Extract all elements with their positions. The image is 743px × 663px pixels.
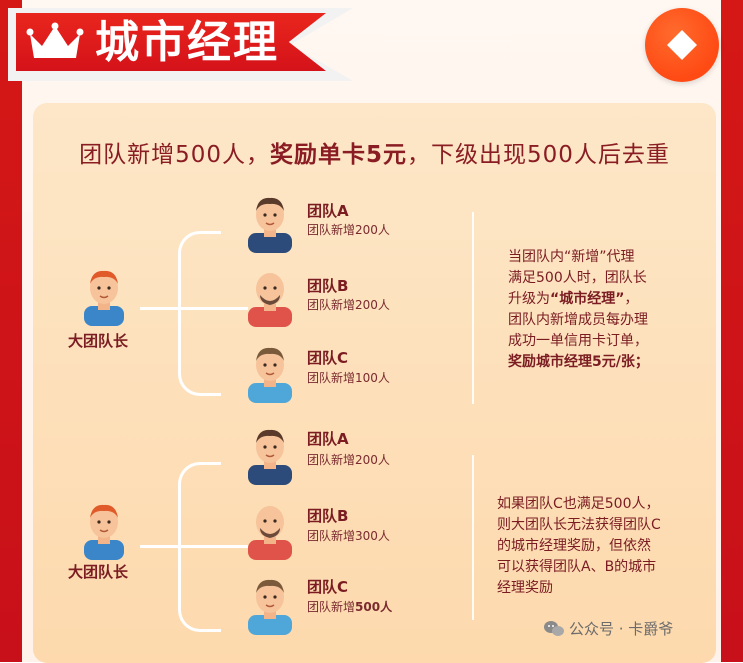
note-1-line-6: 奖励城市经理5元/张； — [508, 354, 649, 370]
left-border — [0, 0, 22, 662]
headline-part3: ，下级出现500人后去重 — [407, 142, 670, 168]
tree-branch-2b — [178, 545, 248, 548]
note-1-line-2: 满足500人时，团队长 — [508, 270, 647, 286]
note-1-line-3: 升级为“城市经理”， — [508, 291, 639, 307]
tree-branch-1b — [178, 307, 248, 310]
headline-highlight: 奖励单卡5元 — [269, 142, 407, 168]
content-panel — [33, 103, 716, 663]
team-a-avatar-1 — [248, 197, 292, 253]
watermark-text: 公众号 · 卡爵爷 — [569, 620, 674, 638]
tree-line-1 — [140, 307, 180, 310]
team-a-avatar-2 — [248, 429, 292, 485]
team-b-name-2: 团队B — [307, 507, 349, 525]
wechat-icon — [544, 621, 564, 636]
team-c-avatar-2 — [248, 579, 292, 635]
team-a-sub-1: 团队新增200人 — [307, 223, 390, 237]
team-a-name-2: 团队A — [307, 430, 349, 448]
headline-part1: 团队新增500人， — [79, 142, 270, 168]
team-b-sub-2: 团队新增300人 — [307, 529, 390, 543]
tree-line-2 — [140, 545, 180, 548]
leader-avatar-1 — [84, 270, 124, 326]
team-c-avatar-1 — [248, 347, 292, 403]
crown-icon — [26, 22, 84, 58]
leader-name-2: 大团队长 — [68, 563, 129, 581]
team-b-sub-1: 团队新增200人 — [307, 298, 390, 312]
team-b-avatar-2 — [248, 506, 292, 560]
note-1: 当团队内“新增”代理 满足500人时，团队长 升级为“城市经理”， 团队内新增成… — [508, 247, 649, 373]
divider-2 — [472, 455, 474, 620]
team-a-name-1: 团队A — [307, 202, 349, 220]
headline: 团队新增500人，奖励单卡5元，下级出现500人后去重 — [33, 135, 716, 169]
note-2-line-4: 可以获得团队A、B的城市 — [497, 559, 657, 575]
leader-name-1: 大团队长 — [68, 332, 129, 350]
note-1-line-1: 当团队内“新增”代理 — [508, 249, 635, 265]
team-c-sub-2: 团队新增500人 — [307, 600, 393, 614]
divider-1 — [472, 212, 474, 404]
team-c-name-2: 团队C — [307, 578, 349, 596]
diamond-icon — [667, 30, 697, 60]
team-c-sub-1: 团队新增100人 — [307, 371, 390, 385]
leader-avatar-2 — [84, 504, 124, 560]
tree-bracket-1 — [178, 231, 221, 396]
right-border — [721, 0, 743, 662]
note-1-line-4: 团队内新增成员每办理 — [508, 312, 648, 328]
team-a-sub-2: 团队新增200人 — [307, 453, 390, 467]
note-1-line-5: 成功一单信用卡订单， — [508, 333, 648, 349]
team-b-avatar-1 — [248, 273, 292, 327]
note-2: 如果团队C也满足500人， 则大团队长无法获得团队C 的城市经理奖励，但依然 可… — [497, 494, 661, 599]
team-c-name-1: 团队C — [307, 349, 349, 367]
note-2-line-1: 如果团队C也满足500人， — [497, 496, 660, 512]
diamond-badge-button[interactable] — [645, 8, 719, 82]
header-ribbon — [16, 13, 326, 71]
team-b-name-1: 团队B — [307, 277, 349, 295]
note-2-line-5: 经理奖励 — [497, 580, 553, 596]
note-2-line-2: 则大团队长无法获得团队C — [497, 517, 661, 533]
page-title: 城市经理 — [95, 17, 279, 68]
note-2-line-3: 的城市经理奖励，但依然 — [497, 538, 651, 554]
